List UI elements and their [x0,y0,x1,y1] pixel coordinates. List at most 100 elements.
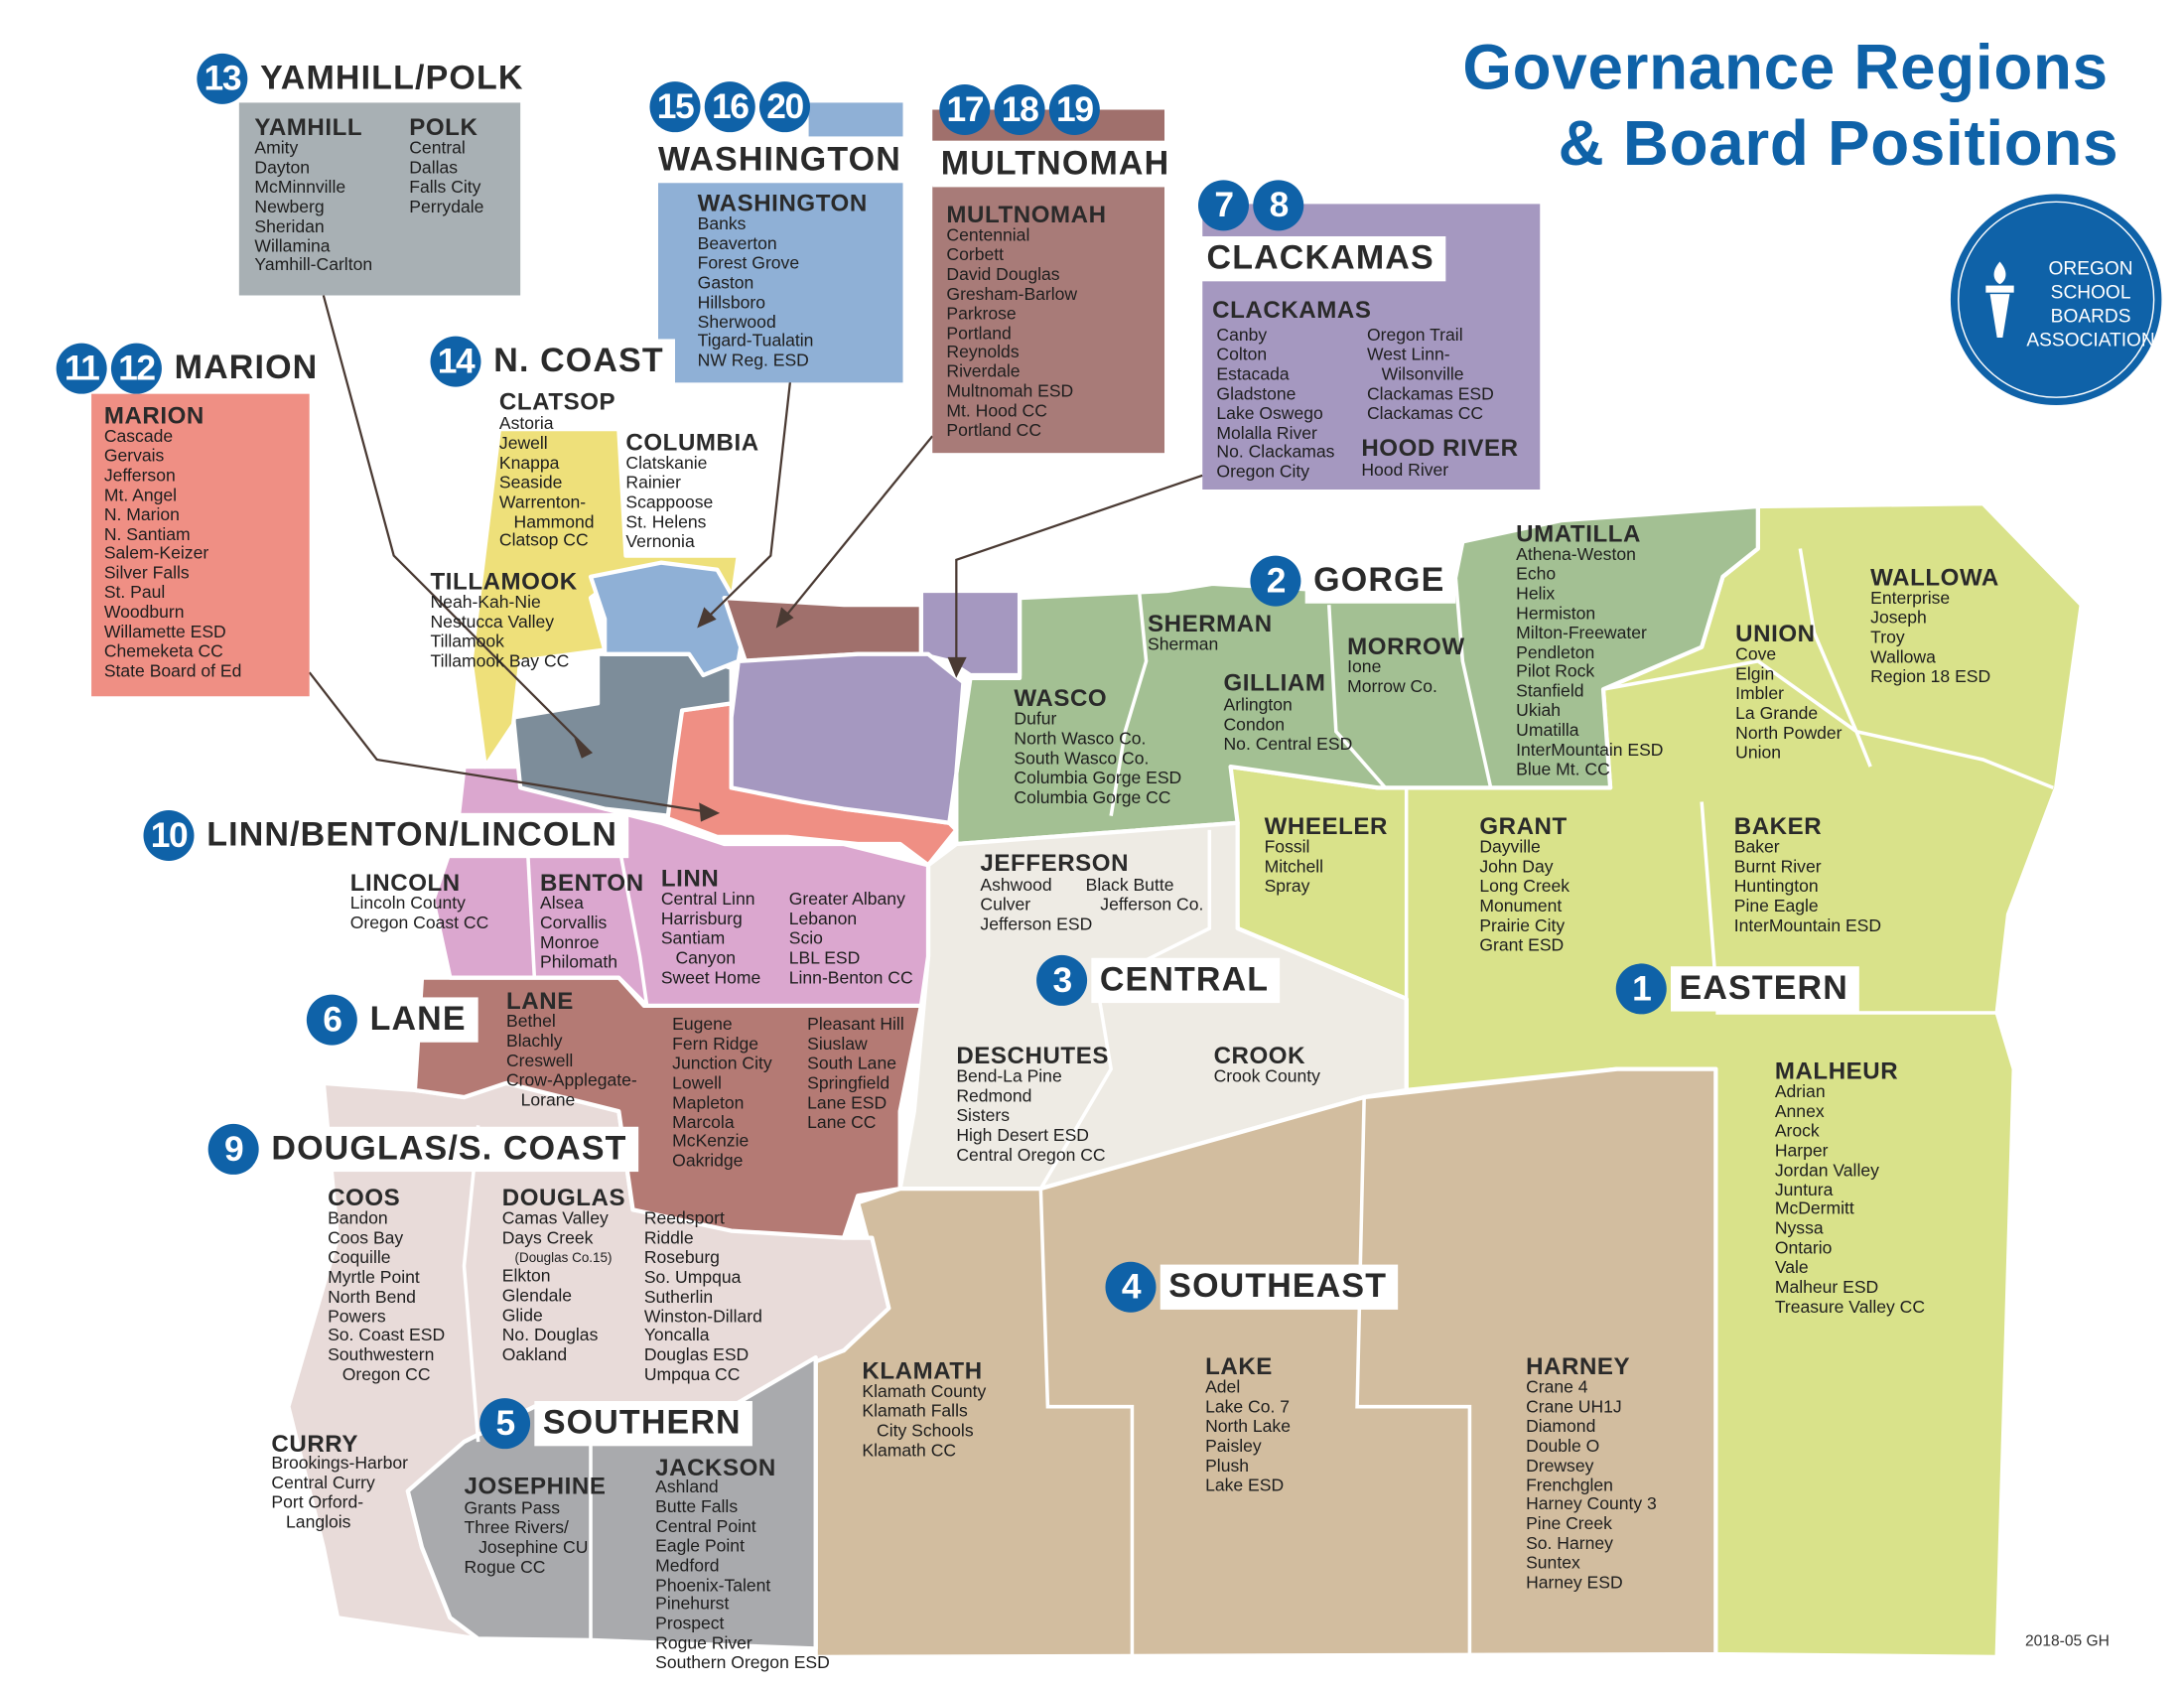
district-name: Canby [1216,325,1268,346]
position-badge: 8 [1253,180,1304,231]
district-name: Eugene [672,1014,733,1035]
district-name: Yoncalla [643,1326,710,1345]
district-name: Riverdale [946,361,1021,382]
position-badge: 1 [1615,963,1667,1015]
district-name: Central Curry [271,1473,375,1492]
position-badge: 10 [143,810,195,862]
district-name: Lowell [672,1072,722,1093]
district-name: Tigard-Tualatin [697,331,814,352]
position-badge: 13 [197,53,248,104]
district-name: Central Point [655,1515,756,1536]
district-name: Warrenton- [498,492,587,512]
county-heading: WALLOWA [1870,564,1999,592]
district-name: Vale [1774,1257,1809,1278]
district-name: Oakland [501,1343,568,1364]
district-name: Siuslaw [807,1034,868,1054]
district-name: Helix [1516,583,1556,604]
district-name: Astoria [498,413,554,434]
district-name: Langlois [271,1511,351,1532]
region-name: CENTRAL [1091,957,1281,1004]
district-name: Drewsey [1526,1455,1594,1476]
district-name: Jefferson ESD [980,914,1093,934]
region-name: MARION [166,346,330,391]
district-name: Parkrose [946,303,1017,324]
region-name: EASTERN [1671,966,1860,1012]
district-name: Crane 4 [1526,1376,1588,1397]
position-badge: 2 [1250,555,1301,607]
district-list: Sherman [1148,634,1218,655]
district-name: So. Coast ESD [328,1326,446,1345]
district-name: N. Marion [103,504,180,524]
district-name: Hermiston [1516,603,1596,624]
district-name: Ashwood [980,875,1052,896]
district-name: David Douglas [946,264,1060,284]
position-badge: 11 [56,343,107,394]
district-name: Clatsop CC [498,530,589,551]
district-list: Crook County [1214,1066,1320,1087]
district-name: Willamina [254,235,331,256]
district-name: Lake Oswego [1216,403,1323,423]
county-heading: MALHEUR [1774,1057,1899,1085]
county-heading: LINN [660,865,720,893]
district-name: Reedsport [643,1207,725,1228]
district-list: Black Butte Jefferson Co. [1086,875,1204,915]
county-heading: JACKSON [655,1454,776,1481]
district-name: Oregon CC [328,1364,431,1385]
district-name: Troy [1870,627,1905,647]
district-name: Winston-Dillard [643,1306,762,1327]
district-name: St. Paul [103,582,166,603]
district-name: Grants Pass [464,1497,561,1518]
logo-text: SCHOOL [2050,281,2131,303]
region-yamhill-polk[interactable] [510,651,734,818]
district-name: Butte Falls [655,1496,739,1517]
district-name: Lake ESD [1205,1475,1285,1495]
region-multnomah[interactable] [722,595,924,663]
district-name: Hillsboro [697,292,765,312]
district-name: Camas Valley [501,1207,609,1228]
position-badge: 6 [306,994,357,1046]
region-gorge[interactable] [954,503,1760,847]
district-name: Nyssa [1774,1218,1824,1239]
logo-text: OREGON [2048,257,2133,279]
washington-panel [658,183,903,383]
district-name: Harney ESD [1526,1572,1623,1593]
district-name: Central Linn [660,889,755,910]
county-heading: CLACKAMAS [1212,296,1372,324]
leader-lines [308,295,1203,822]
region-name: MULTNOMAH [932,142,1181,188]
district-name: Lane ESD [807,1092,887,1113]
county-heading: GRANT [1479,812,1568,840]
county-heading: KLAMATH [862,1357,983,1385]
region-washington[interactable] [588,560,748,678]
district-name: Springfield [807,1072,890,1093]
district-name: Sweet Home [660,967,761,987]
district-note: (Douglas Co.15) [514,1250,613,1267]
district-name: Douglas ESD [643,1344,750,1365]
district-name: Milton-Freewater [1516,623,1647,642]
district-name: Rogue CC [464,1556,546,1577]
district-name: Pine Eagle [1733,896,1819,915]
region-name: SOUTHEAST [1160,1264,1399,1310]
district-name: Burnt River [1733,856,1822,877]
district-name: LBL ESD [788,947,861,968]
district-name: Riddle [643,1227,694,1248]
district-name: McMinnville [254,177,346,198]
district-name: Silver Falls [103,563,190,583]
district-name: Coquille [328,1247,391,1268]
logo-text: ASSOCIATION [2026,329,2155,351]
district-name: Southwestern [328,1344,435,1365]
district-name: Portland CC [946,420,1042,441]
district-name: Bandon [328,1207,388,1228]
region-clackamas[interactable] [729,651,966,825]
district-name: Pilot Rock [1516,661,1595,682]
district-name: Wallowa [1870,646,1936,667]
district-name: Myrtle Point [328,1267,420,1287]
